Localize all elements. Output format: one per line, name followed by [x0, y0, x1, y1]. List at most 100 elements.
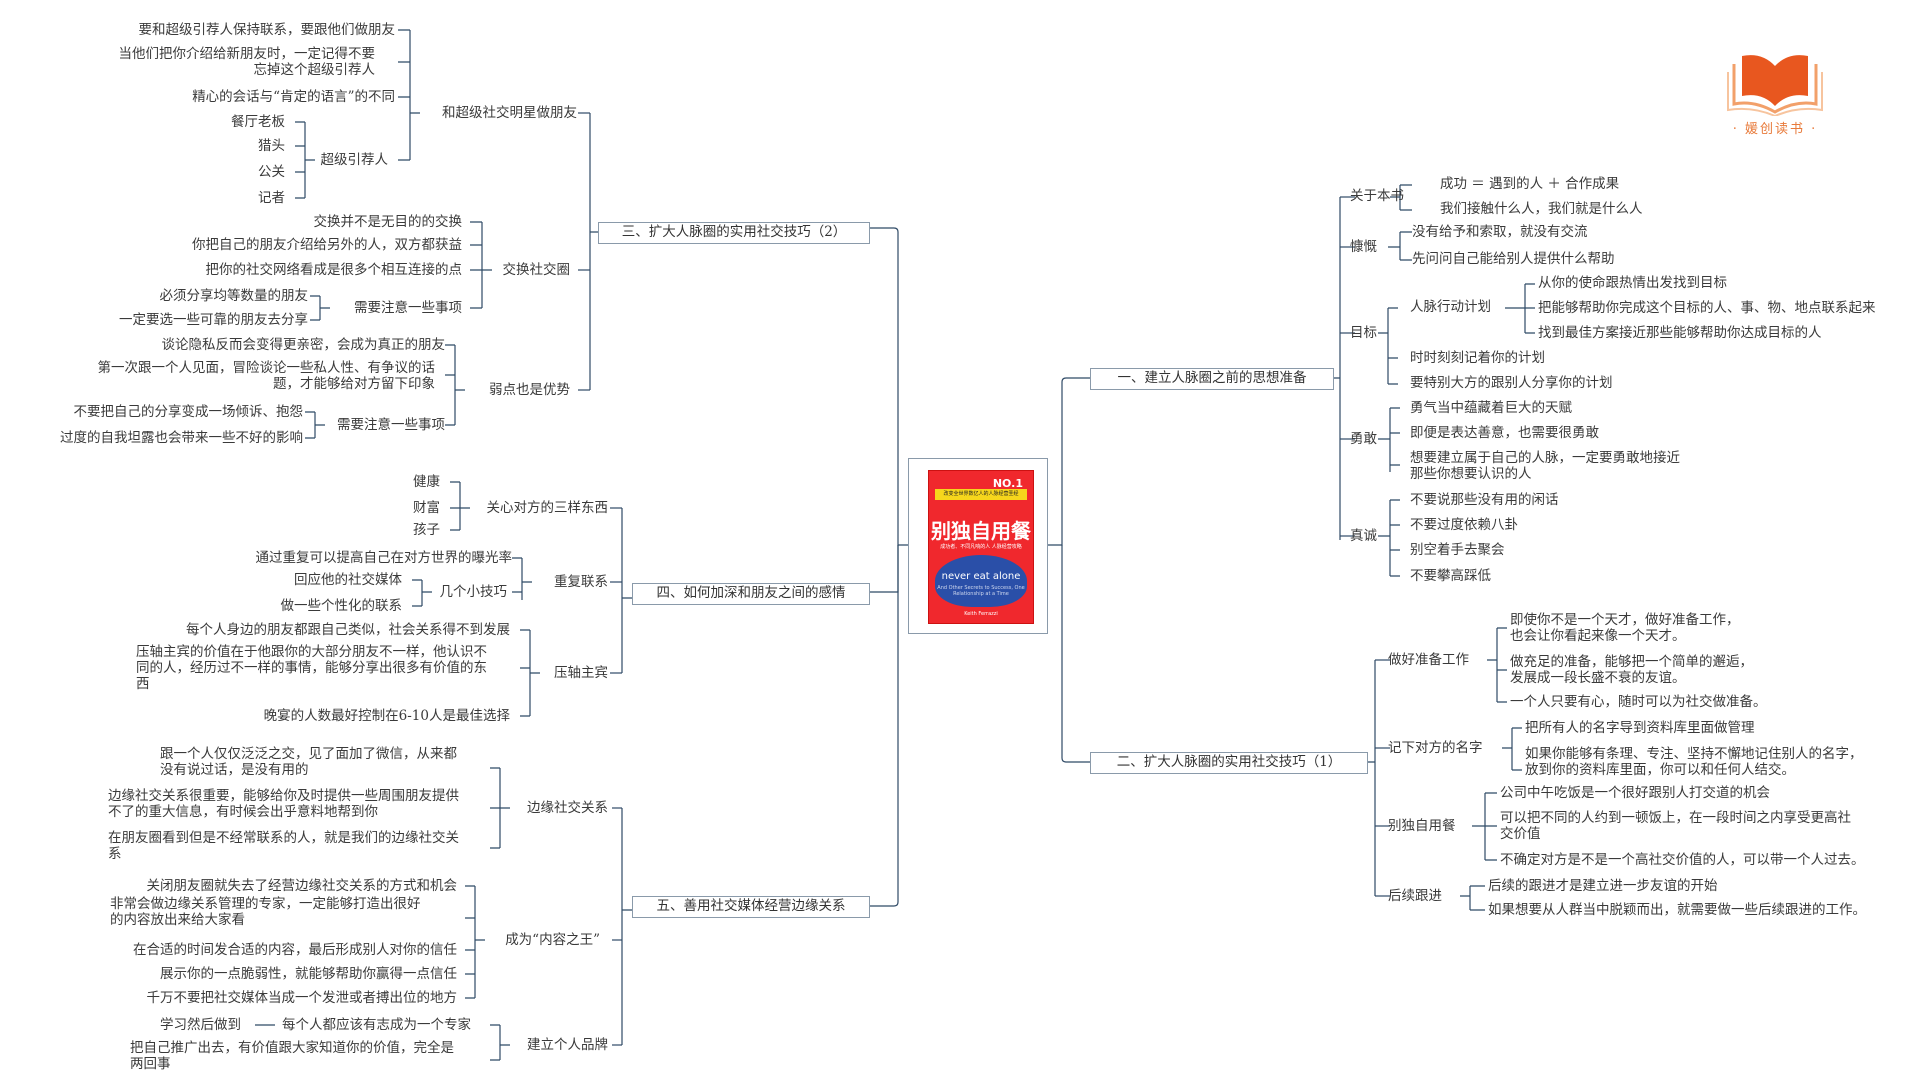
b1-item: 想要建立属于自己的人脉，一定要勇敢地接近 那些你想要认识的人: [1410, 450, 1680, 482]
b1-group-brave: 勇敢: [1350, 431, 1377, 447]
b2-item: 即使你不是一个天才，做好准备工作， 也会让你看起来像一个天才。: [1510, 612, 1740, 644]
b4-group-three-things: 关心对方的三样东西: [486, 500, 609, 516]
b4-item: 压轴主宾的价值在于他跟你的大部分朋友不一样，他认识不 同的人，经历过不一样的事情…: [136, 644, 487, 692]
b2-item: 不确定对方是不是一个高社交价值的人，可以带一个人过去。: [1500, 852, 1865, 868]
b1-group-about-book: 关于本书: [1350, 188, 1404, 204]
b3-item: 记者: [258, 190, 285, 206]
b1-group-generous: 慷慨: [1350, 239, 1377, 255]
book-en-subtitle: And Other Secrets to Success, One Relati…: [937, 585, 1025, 597]
b1-item: 时时刻刻记着你的计划: [1410, 350, 1545, 366]
b1-item: 即便是表达善意，也需要很勇敢: [1410, 425, 1599, 441]
b3-item: 谈论隐私反而会变得更亲密，会成为真正的朋友: [161, 337, 446, 353]
b5-item: 在朋友圈看到但是不经常联系的人，就是我们的边缘社交关 系: [108, 830, 459, 862]
b5-item: 展示你的一点脆弱性，就能够帮助你赢得一点信任: [160, 966, 457, 982]
b2-group-prepare: 做好准备工作: [1388, 652, 1469, 668]
b2-item: 可以把不同的人约到一顿饭上，在一段时间之内享受更高社 交价值: [1500, 810, 1851, 842]
b3-item: 猎头: [258, 138, 285, 154]
b4-item: 回应他的社交媒体: [294, 572, 402, 588]
b5-group-personal-brand: 建立个人品牌: [527, 1037, 608, 1053]
b3-item: 公关: [258, 164, 285, 180]
b3-group-super-star: 和超级社交明星做朋友: [442, 105, 577, 121]
b1-group-sincere: 真诚: [1350, 528, 1377, 544]
b3-item: 不要把自己的分享变成一场倾诉、抱怨: [73, 404, 304, 420]
branch-2-node[interactable]: 二、扩大人脉圈的实用社交技巧（1）: [1090, 752, 1368, 774]
b5-item: 关闭朋友圈就失去了经营边缘社交关系的方式和机会: [146, 878, 458, 894]
b3-group-weakness: 弱点也是优势: [489, 382, 570, 398]
branch-1-node[interactable]: 一、建立人脉圈之前的思想准备: [1090, 368, 1334, 390]
book-author: Keith Ferrazzi: [964, 611, 998, 617]
book-title: 别独自用餐: [931, 519, 1031, 543]
book-cover: NO.1 改变全世界数亿人的人脉经营圣经 别独自用餐 成功者、不同凡响的人 人脉…: [928, 470, 1034, 624]
b3-sub-super-connector: 超级引荐人: [320, 152, 389, 168]
b2-item: 把所有人的名字导到资料库里面做管理: [1525, 720, 1755, 736]
b1-item: 别空着手去聚会: [1410, 542, 1505, 558]
b2-group-never-eat-alone: 别独自用餐: [1388, 818, 1456, 834]
b3-item: 餐厅老板: [231, 114, 285, 130]
b1-item: 成功 ＝ 遇到的人 ＋ 合作成果: [1440, 176, 1620, 192]
book-band: 改变全世界数亿人的人脉经营圣经: [935, 489, 1027, 500]
b5-pre-label: 学习然后做到: [160, 1017, 241, 1033]
b2-item: 公司中午吃饭是一个很好跟别人打交道的机会: [1500, 785, 1770, 801]
b1-item: 找到最佳方案接近那些能够帮助你达成目标的人: [1538, 325, 1822, 341]
b2-item: 做充足的准备，能够把一个简单的邂逅， 发展成一段长盛不衰的友谊。: [1510, 654, 1753, 686]
b3-group-exchange: 交换社交圈: [502, 262, 571, 278]
branch-5-node[interactable]: 五、善用社交媒体经营边缘关系: [632, 896, 870, 918]
b1-item: 先问问自己能给别人提供什么帮助: [1412, 251, 1615, 267]
book-subtitle: 成功者、不同凡响的人 人脉经营攻略: [940, 544, 1022, 550]
b5-item: 每个人都应该有志成为一个专家: [282, 1017, 471, 1033]
b1-item: 我们接触什么人，我们就是什么人: [1440, 201, 1643, 217]
b3-item: 一定要选一些可靠的朋友去分享: [119, 312, 308, 328]
b2-item: 后续的跟进才是建立进一步友谊的开始: [1488, 878, 1718, 894]
b4-item: 每个人身边的朋友都跟自己类似，社会关系得不到发展: [186, 622, 510, 638]
b4-item: 财富: [413, 500, 440, 516]
book-disc: [935, 555, 1027, 607]
b5-item: 边缘社交关系很重要，能够给你及时提供一些周围朋友提供 不了的重大信息，有时候会出…: [108, 788, 459, 820]
b3-item: 过度的自我坦露也会带来一些不好的影响: [60, 430, 303, 446]
b5-group-content-king: 成为“内容之王”: [505, 932, 600, 948]
b2-item: 一个人只要有心，随时可以为社交做准备。: [1510, 694, 1767, 710]
b3-item: 你把自己的朋友介绍给另外的人，双方都获益: [192, 237, 462, 253]
b4-item: 通过重复可以提高自己在对方世界的曝光率: [255, 550, 513, 566]
branch-4-node[interactable]: 四、如何加深和朋友之间的感情: [632, 583, 870, 605]
b5-group-weak-ties: 边缘社交关系: [527, 800, 608, 816]
book-logo-icon: [1727, 55, 1823, 118]
b1-sub-action-plan: 人脉行动计划: [1410, 299, 1491, 315]
b5-item: 跟一个人仅仅泛泛之交，见了面加了微信，从来都 没有说过话，是没有用的: [160, 746, 457, 778]
b1-item: 从你的使命跟热情出发找到目标: [1538, 275, 1727, 291]
b1-item: 没有给予和索取，就没有交流: [1412, 224, 1588, 240]
b5-item: 千万不要把社交媒体当成一个发泄或者搏出位的地方: [146, 990, 458, 1006]
b1-item: 不要说那些没有用的闲话: [1410, 492, 1559, 508]
b1-item: 勇气当中蕴藏着巨大的天赋: [1410, 400, 1572, 416]
b3-item: 把你的社交网络看成是很多个相互连接的点: [205, 262, 463, 278]
b5-item: 非常会做边缘关系管理的专家，一定能够打造出很好 的内容放出来给大家看: [110, 896, 421, 928]
b4-sub-tips: 几个小技巧: [439, 584, 508, 600]
b2-item: 如果你能够有条理、专注、坚持不懈地记住别人的名字， 放到你的资料库里面，你可以和…: [1525, 746, 1863, 778]
b3-item: 要和超级引荐人保持联系，要跟他们做朋友: [138, 22, 396, 38]
b4-item: 晚宴的人数最好控制在6-10人是最佳选择: [263, 708, 510, 724]
b1-item: 把能够帮助你完成这个目标的人、事、物、地点联系起来: [1538, 300, 1876, 316]
book-badge: NO.1: [992, 477, 1023, 490]
b1-item: 不要过度依赖八卦: [1410, 517, 1518, 533]
b3-sub-notes: 需要注意一些事项: [337, 417, 445, 433]
b3-item: 当他们把你介绍给新朋友时，一定记得不要 忘掉这个超级引荐人: [118, 46, 376, 78]
b5-item: 把自己推广出去，有价值跟大家知道你的价值，完全是 两回事: [130, 1040, 454, 1072]
book-en-title: never eat alone: [941, 571, 1021, 582]
b1-item: 要特别大方的跟别人分享你的计划: [1410, 375, 1613, 391]
b4-group-key-guest: 压轴主宾: [554, 665, 608, 681]
b3-item: 第一次跟一个人见面，冒险谈论一些私人性、有争议的话 题，才能够给对方留下印象: [97, 360, 436, 392]
b2-item: 如果想要从人群当中脱颖而出，就需要做一些后续跟进的工作。: [1488, 902, 1866, 918]
b4-item: 做一些个性化的联系: [280, 598, 403, 614]
b1-group-goal: 目标: [1350, 325, 1377, 341]
branch-3-node[interactable]: 三、扩大人脉圈的实用社交技巧（2）: [598, 222, 870, 244]
b4-item: 孩子: [413, 522, 440, 538]
b5-item: 在合适的时间发合适的内容，最后形成别人对你的信任: [133, 942, 457, 958]
b3-item: 交换并不是无目的的交换: [313, 214, 463, 230]
b3-item: 精心的会话与“肯定的语言”的不同: [192, 89, 395, 105]
b3-sub-notes: 需要注意一些事项: [354, 300, 462, 316]
b4-item: 健康: [413, 474, 440, 490]
brand-logo-text: · 媛创读书 ·: [1732, 122, 1818, 137]
b1-item: 不要攀高踩低: [1410, 568, 1491, 584]
b2-group-follow-up: 后续跟进: [1388, 888, 1442, 904]
